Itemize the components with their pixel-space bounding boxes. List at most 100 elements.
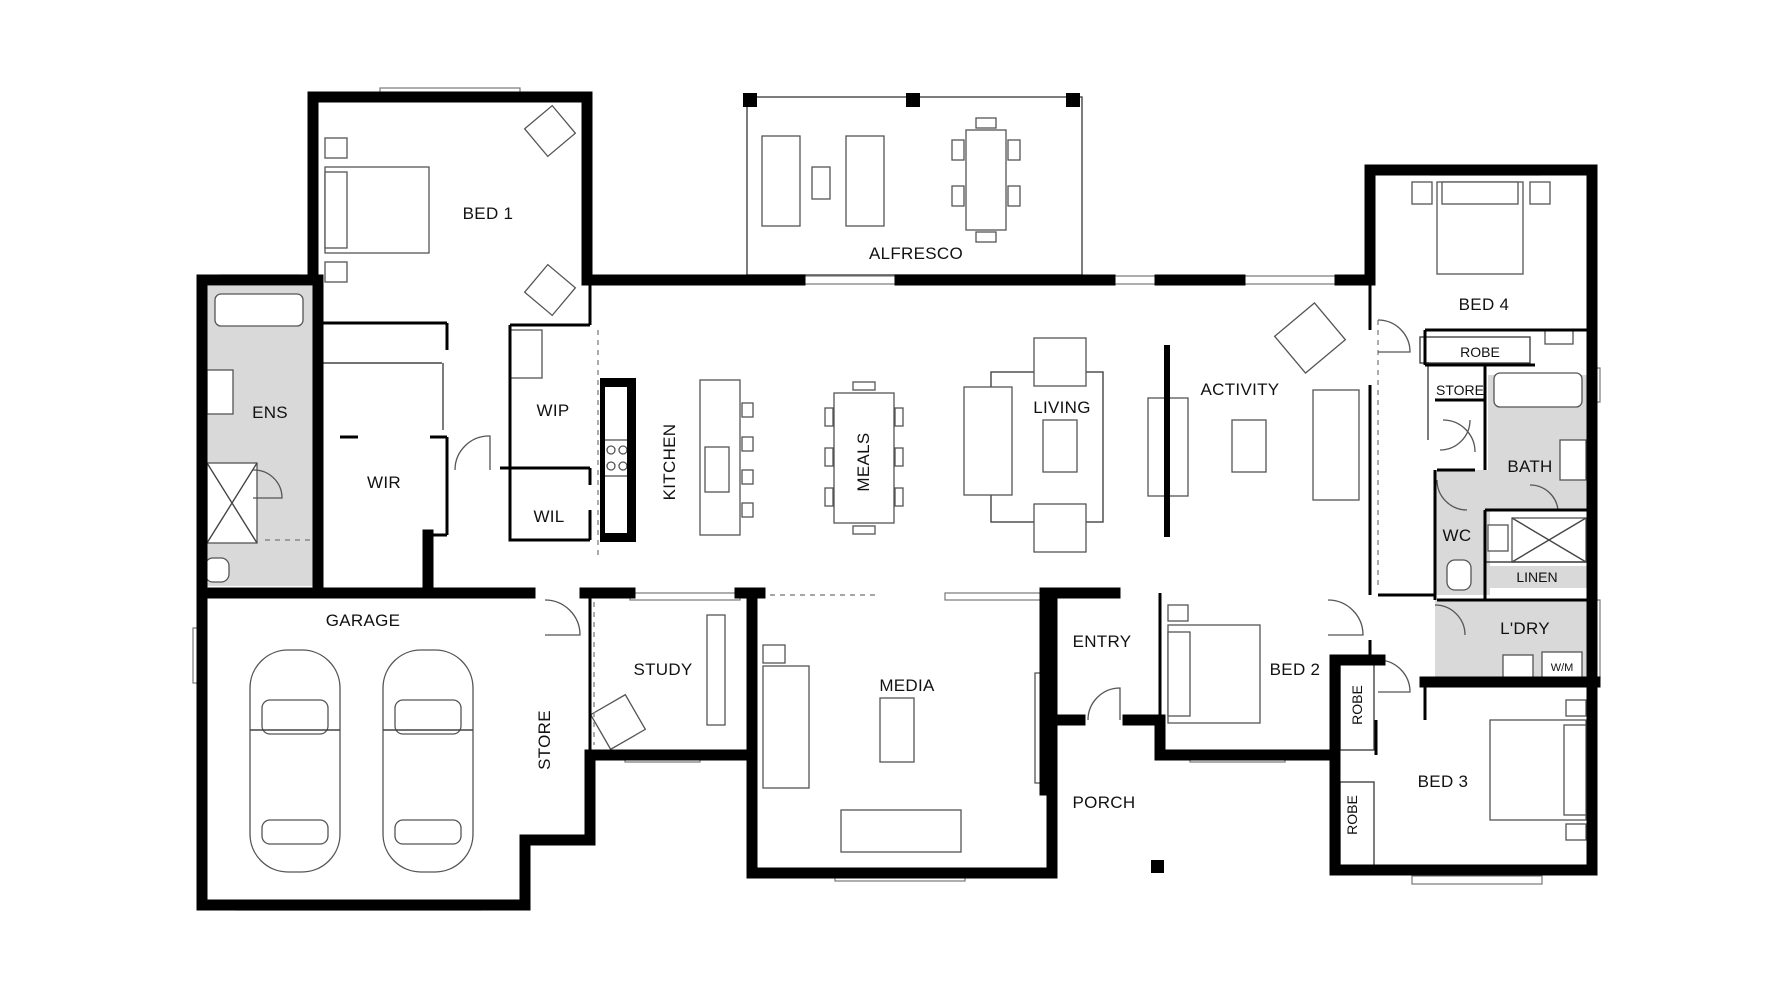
ensuite-vanity (206, 369, 234, 415)
kitchen-sink (704, 446, 730, 493)
bed4-robe (1419, 336, 1531, 364)
porch-post (1151, 860, 1164, 873)
chair (852, 525, 876, 535)
label-entry: ENTRY (1073, 632, 1132, 651)
chair (951, 139, 965, 161)
living-sofa (963, 386, 1013, 496)
armchair (1033, 337, 1087, 387)
interior-partitions (318, 336, 1590, 873)
label-wil: WIL (533, 507, 564, 526)
chair (894, 487, 904, 507)
linen-fill (1485, 566, 1587, 588)
armchair (523, 104, 577, 158)
wc-toilet (1446, 559, 1472, 591)
label-kitchen: KITCHEN (660, 424, 679, 501)
label-wc: WC (1443, 526, 1472, 545)
chair (824, 407, 834, 427)
alfresco-post (743, 93, 757, 107)
bedside-table (1411, 181, 1433, 205)
bedside-table (324, 261, 348, 283)
media-side-table (762, 644, 786, 664)
label-meals: MEALS (854, 432, 873, 491)
armchair (1033, 503, 1087, 553)
label-bed3-robe: ROBE (1344, 795, 1360, 835)
label-bed3: BED 3 (1418, 772, 1469, 791)
wet-area-fills (205, 286, 1590, 682)
meals-table (833, 392, 895, 524)
label-bed1: BED 1 (463, 204, 514, 223)
bed2-pillows (1167, 631, 1191, 717)
bedside-table (1529, 181, 1551, 205)
label-garage: GARAGE (326, 611, 401, 630)
bath-tub (1493, 372, 1583, 408)
activity-table (1231, 419, 1267, 473)
chair (975, 231, 997, 243)
furniture (204, 104, 1587, 873)
bed4-desk (1544, 329, 1574, 345)
label-porch: PORCH (1073, 793, 1136, 812)
label-wm: W/M (1551, 662, 1574, 674)
media-sofa (762, 665, 810, 789)
car (249, 649, 341, 873)
chair (894, 447, 904, 467)
stool (741, 402, 754, 418)
label-store-bath: STORE (1436, 382, 1484, 398)
wc-basin (1487, 524, 1509, 552)
label-bath: BATH (1507, 457, 1552, 476)
kitchen-cooktop (602, 439, 632, 477)
bedside-table (1565, 699, 1587, 717)
coffee-table (1042, 419, 1078, 473)
label-wip: WIP (536, 401, 569, 420)
stool (741, 469, 754, 485)
label-living: LIVING (1033, 398, 1091, 417)
bedside-table (1565, 823, 1587, 841)
stool (741, 502, 754, 518)
study-chair (589, 693, 647, 751)
stool (741, 436, 754, 452)
chair (824, 487, 834, 507)
label-bed4: BED 4 (1459, 295, 1510, 314)
walls (196, 91, 1601, 911)
media-lounge (840, 809, 962, 853)
alfresco-area (743, 93, 1083, 276)
label-study: STUDY (633, 660, 692, 679)
label-laundry: L'DRY (1500, 619, 1550, 638)
alfresco-side-table (811, 166, 831, 200)
armchair (1273, 301, 1347, 375)
chair (894, 407, 904, 427)
label-alfresco: ALFRESCO (869, 244, 963, 263)
armchair (523, 263, 577, 317)
alfresco-post (906, 93, 920, 107)
room-labels: ALFRESCO BED 1 ENS WIR WIP WIL KITCHEN M… (252, 204, 1573, 835)
label-bed4-robe: ROBE (1460, 344, 1500, 360)
activity-sofa (1312, 389, 1360, 501)
alfresco-dining-table (965, 129, 1007, 231)
chair (852, 381, 876, 391)
alfresco-lounge (845, 135, 885, 227)
label-media: MEDIA (879, 676, 935, 695)
bed1-pillows (324, 171, 348, 249)
bed3-pillows (1563, 724, 1587, 816)
chair (1007, 185, 1021, 207)
chair (824, 447, 834, 467)
ensuite-toilet (204, 557, 230, 583)
study-desk (706, 614, 726, 726)
car (382, 649, 474, 873)
bedside-table (324, 137, 348, 159)
alfresco-post (1066, 93, 1080, 107)
chair (951, 185, 965, 207)
label-store-garage: STORE (535, 710, 554, 770)
bath-vanity (1559, 439, 1587, 481)
label-wir: WIR (367, 473, 401, 492)
chair (1007, 139, 1021, 161)
chair (975, 117, 997, 129)
label-activity: ACTIVITY (1201, 380, 1280, 399)
label-ens: ENS (252, 403, 288, 422)
alfresco-lounge (761, 135, 801, 227)
ensuite-bath (214, 293, 304, 327)
bedside-table (1167, 604, 1189, 622)
label-bed2-robe: ROBE (1349, 685, 1365, 725)
label-linen: LINEN (1516, 569, 1557, 585)
wip-shelves (509, 329, 543, 379)
